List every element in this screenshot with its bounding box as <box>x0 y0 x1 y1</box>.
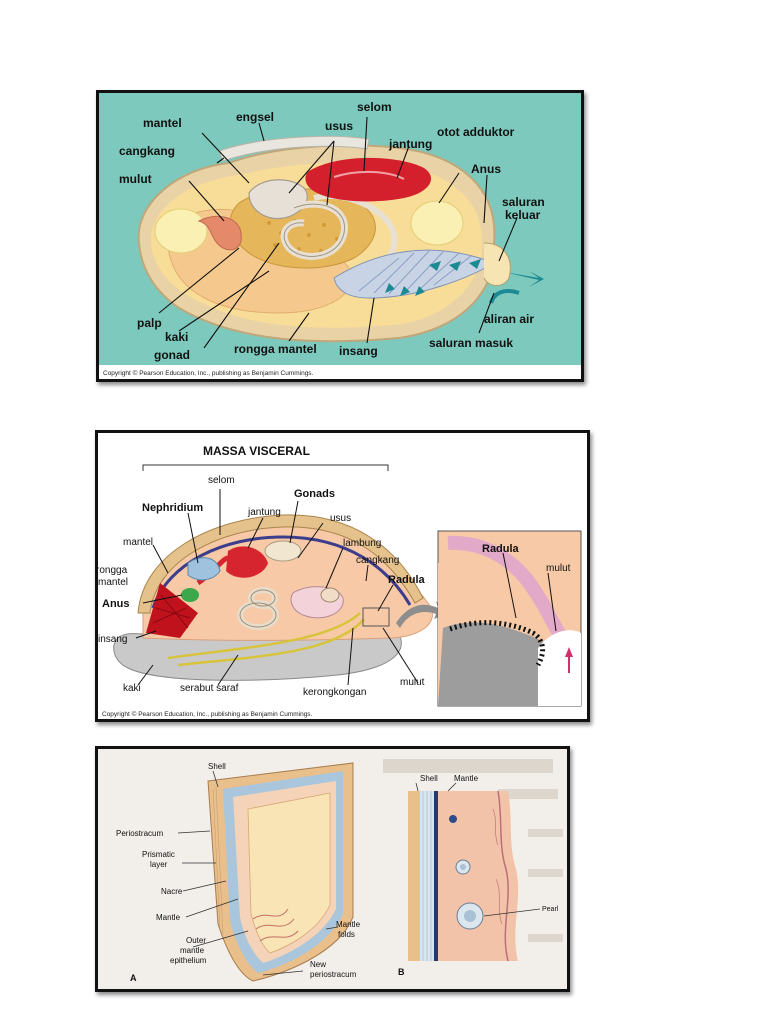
label-rongga-mantel: rongga mantel <box>234 342 317 356</box>
label-aliran-air: aliran air <box>484 312 534 326</box>
label-mantle-b: Mantle <box>454 774 479 783</box>
clam-diagram: mantel engsel selom usus otot adduktor c… <box>99 100 581 379</box>
label-new-periostracum-1: New <box>310 960 326 969</box>
label-massa-visceral: MASSA VISCERAL <box>203 444 310 458</box>
heart <box>305 157 432 202</box>
label-gonad: gonad <box>154 348 190 362</box>
label-mulut: mulut <box>119 172 152 186</box>
label-mantle-folds-2: folds <box>338 930 355 939</box>
label-serabut-saraf: serabut saraf <box>180 683 239 694</box>
label-lambung: lambung <box>343 538 381 549</box>
label-inset-mulut: mulut <box>546 563 571 574</box>
label-saluran-keluar-1: saluran <box>502 195 545 209</box>
mollusc-heart <box>226 546 268 578</box>
label-saluran-keluar-2: keluar <box>505 208 541 222</box>
paper-texture <box>383 759 563 942</box>
leader-lines <box>158 116 518 349</box>
label-selom: selom <box>208 475 235 486</box>
heart-highlight <box>333 170 405 180</box>
label-usus: usus <box>330 513 351 524</box>
anus-mark <box>181 588 199 602</box>
copyright-text: Copyright © Pearson Education, Inc., pub… <box>103 369 314 377</box>
copyright-strip <box>99 365 581 379</box>
gill-lines <box>358 250 472 295</box>
mollusc-shell <box>137 514 424 614</box>
nephridium <box>187 557 221 581</box>
label-nephridium: Nephridium <box>142 502 203 514</box>
leader-lines <box>135 489 419 686</box>
label-inset-radula: Radula <box>482 543 520 555</box>
label-rongga-1: rongga <box>98 565 128 576</box>
label-mantel: mantel <box>123 537 153 548</box>
label-prismatic-2: layer <box>150 860 168 869</box>
leader-lines <box>177 770 541 976</box>
mantle-line <box>151 535 412 609</box>
label-nacre: Nacre <box>161 887 183 896</box>
gonads <box>264 540 302 562</box>
siphon <box>483 242 511 286</box>
label-jantung: jantung <box>247 507 281 518</box>
mollusc-diagram: MASSA VISCERAL <box>98 444 582 718</box>
gills <box>333 249 496 299</box>
label-outer-1: Outer <box>186 936 206 945</box>
label-engsel: engsel <box>236 110 274 124</box>
label-new-periostracum-2: periostracum <box>310 970 357 979</box>
clam-anatomy-panel: mantel engsel selom usus otot adduktor c… <box>96 90 584 382</box>
label-mantle-a: Mantle <box>156 913 181 922</box>
label-anus: Anus <box>471 162 501 176</box>
digestive-gland <box>320 587 340 603</box>
label-outer-2: mantle <box>180 946 205 955</box>
label-periostracum: Periostracum <box>116 829 163 838</box>
label-pearl: Pearl <box>542 906 559 913</box>
label-insang: insang <box>98 634 127 645</box>
shell-section-b <box>408 790 519 962</box>
palp <box>197 215 242 251</box>
anterior-adductor <box>154 208 208 254</box>
label-saluran-masuk: saluran masuk <box>429 336 513 350</box>
label-jantung: jantung <box>388 137 432 151</box>
shell-diagram: Shell Periostracum Prismatic layer Nacre… <box>98 749 567 989</box>
label-cangkang: cangkang <box>356 555 399 566</box>
visceral-bracket <box>142 464 389 471</box>
nerve-cords <box>167 612 365 667</box>
label-mulut: mulut <box>400 677 425 688</box>
shell-section-a <box>207 762 354 982</box>
label-otot-adduktor: otot adduktor <box>437 125 515 139</box>
zoom-arrow <box>396 601 448 628</box>
copyright-text: Copyright © Pearson Education, Inc., pub… <box>102 710 313 718</box>
label-radula: Radula <box>388 574 426 586</box>
water-flow-arrows <box>385 259 544 304</box>
label-insang: insang <box>339 344 378 358</box>
shell-pearl-panel: Shell Periostracum Prismatic layer Nacre… <box>95 746 570 992</box>
label-selom: selom <box>357 100 392 114</box>
gill-ridges <box>152 594 191 629</box>
posterior-adductor <box>410 200 464 246</box>
radula-box <box>362 607 390 627</box>
label-kaki: kaki <box>165 330 188 344</box>
label-palp: palp <box>137 316 162 330</box>
label-prismatic-1: Prismatic <box>142 850 175 859</box>
label-kaki: kaki <box>123 683 141 694</box>
label-fig-b: B <box>398 967 405 977</box>
label-shell-b: Shell <box>420 774 438 783</box>
label-usus: usus <box>325 119 353 133</box>
label-mantel: mantel <box>143 116 182 130</box>
label-anus: Anus <box>102 598 130 610</box>
label-outer-3: epithelium <box>170 956 207 965</box>
hinge <box>218 135 370 162</box>
label-kerongkongan: kerongkongan <box>303 687 366 698</box>
mollusc-bodyplan-panel: MASSA VISCERAL <box>95 430 590 722</box>
label-cangkang: cangkang <box>119 144 175 158</box>
label-rongga-2: mantel <box>98 577 128 588</box>
label-shell-a: Shell <box>208 762 226 771</box>
label-mantle-folds-1: Mantle <box>336 920 361 929</box>
radula-inset <box>437 530 582 707</box>
label-fig-a: A <box>130 973 137 983</box>
label-gonads: Gonads <box>294 488 335 500</box>
